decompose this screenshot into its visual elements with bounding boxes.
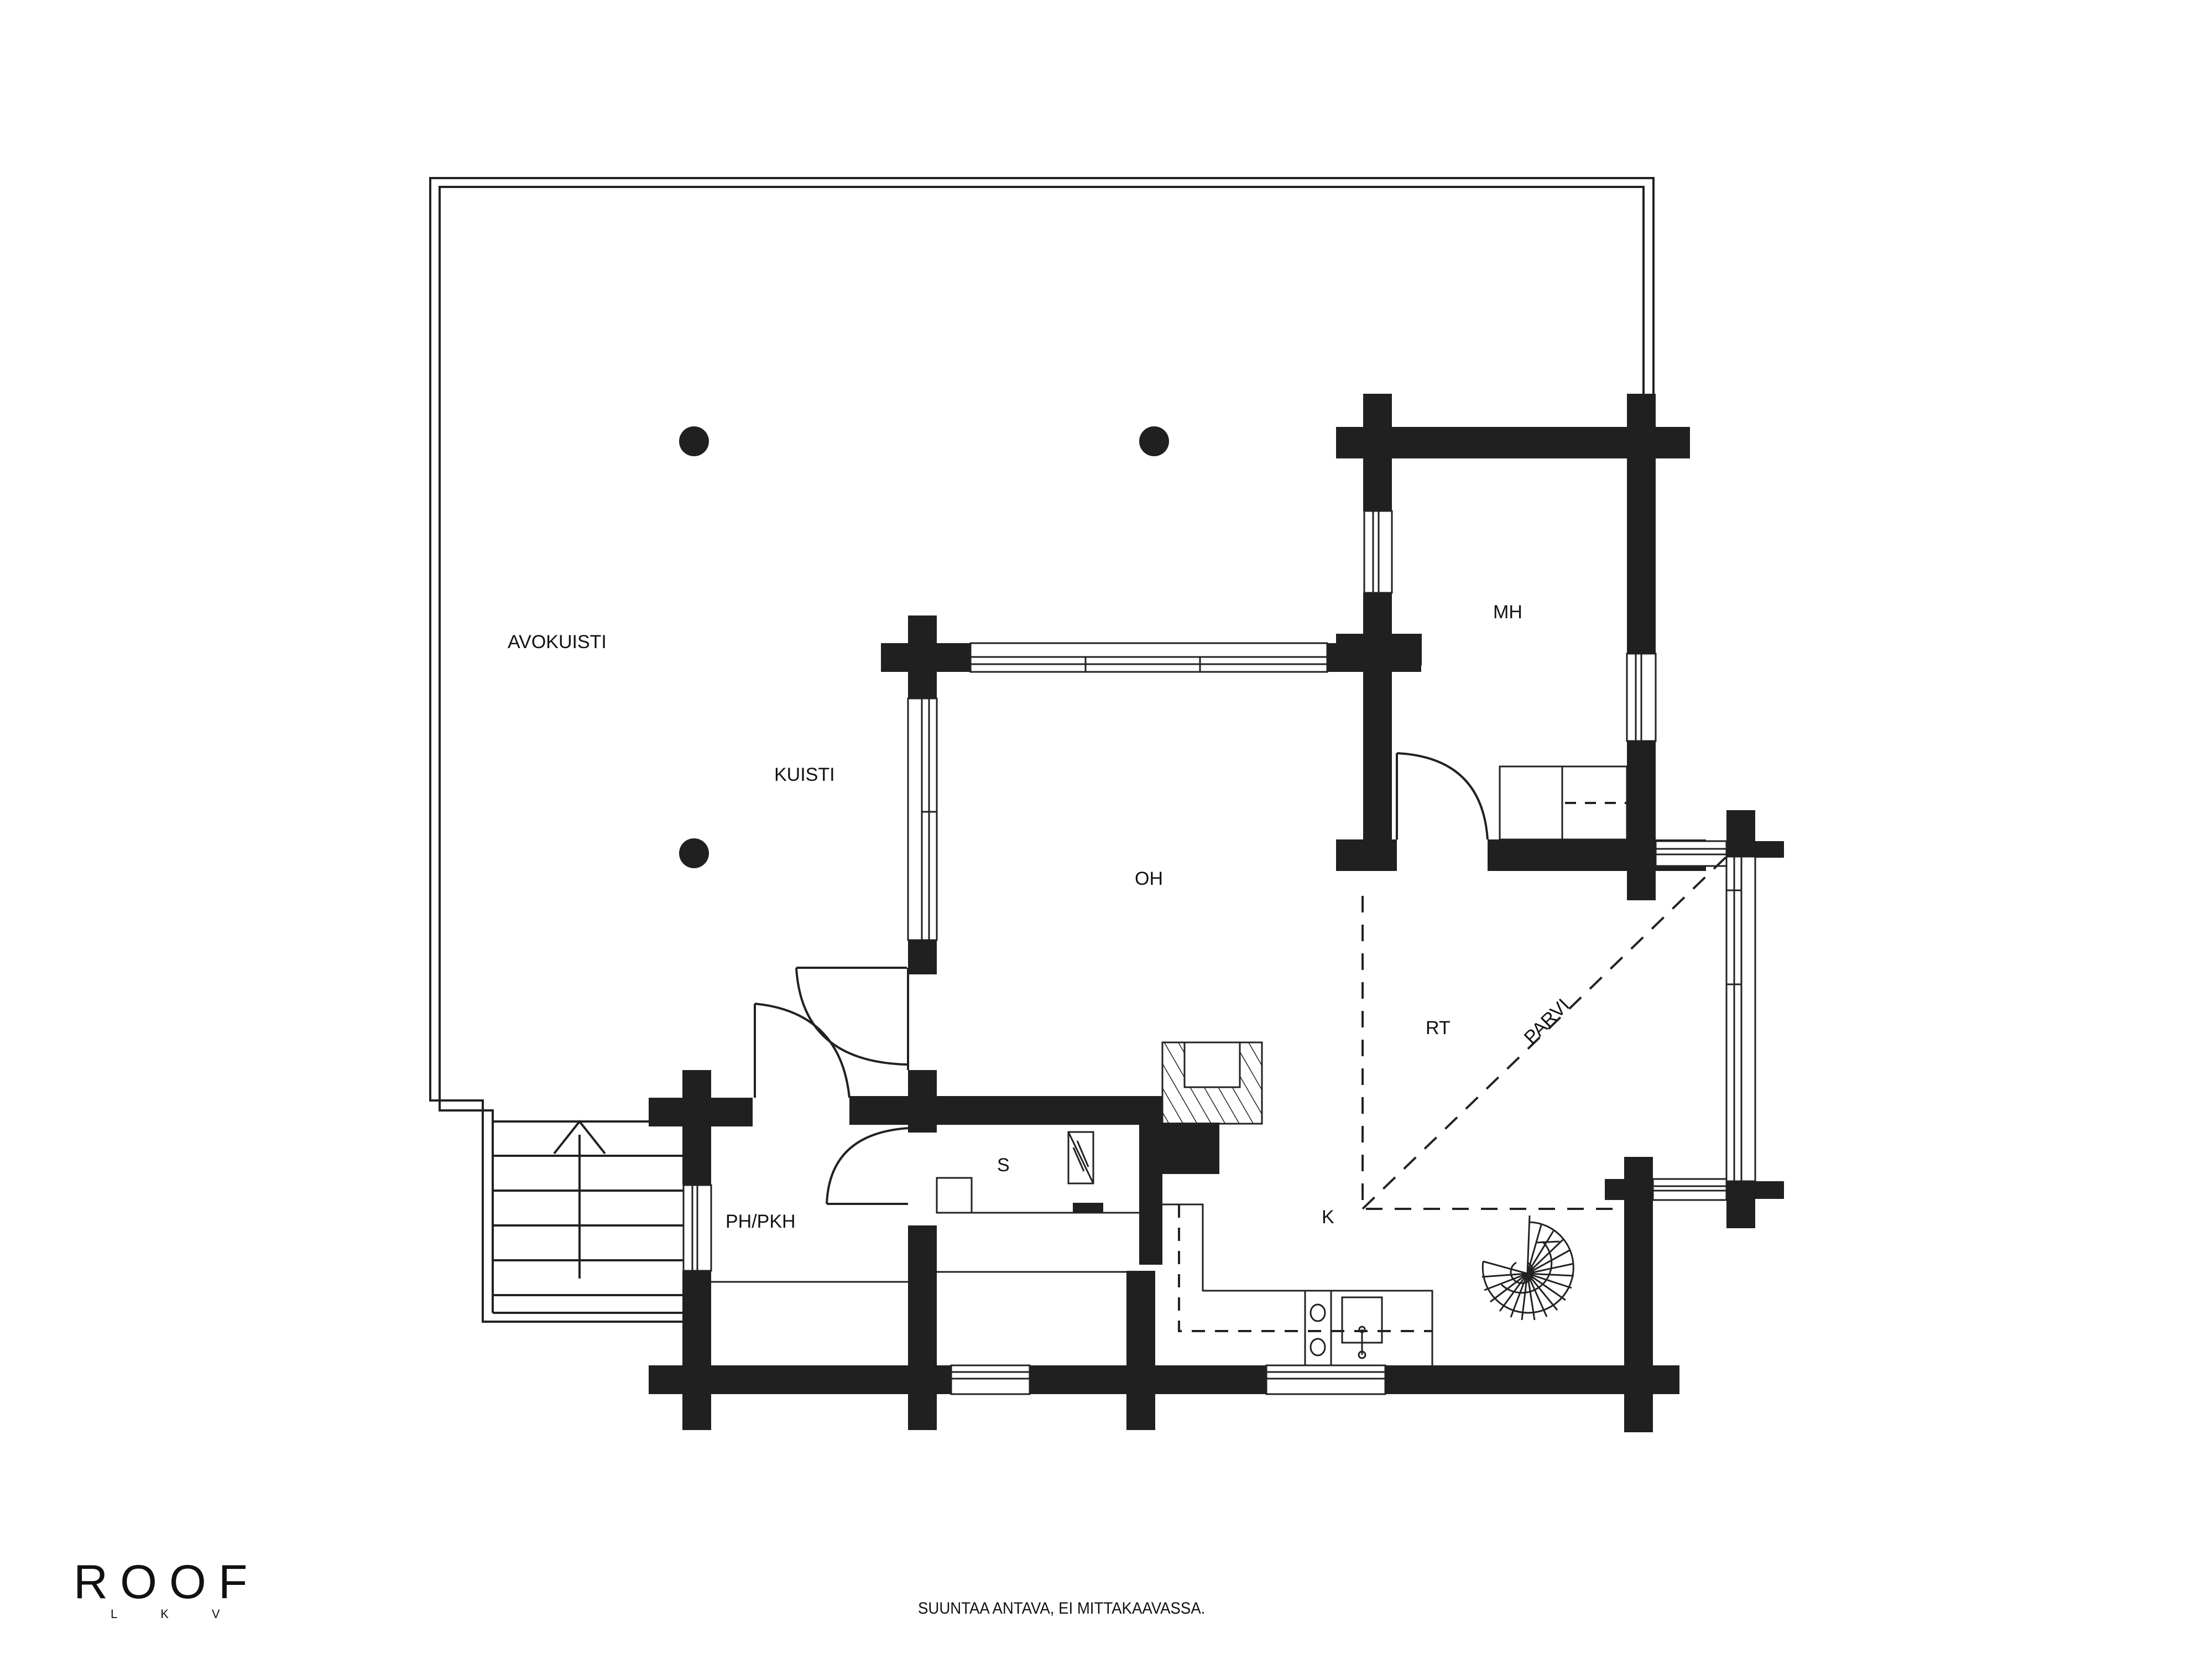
shower-icon bbox=[1067, 1131, 1094, 1185]
disclaimer-text: SUUNTAA ANTAVA, EI MITTAKAAVASSA. bbox=[918, 1599, 1206, 1618]
deck-outline bbox=[429, 177, 1655, 1323]
room-label-parvi: PARVI bbox=[1520, 995, 1574, 1048]
bed-icon bbox=[1499, 765, 1628, 841]
deck-posts bbox=[679, 426, 1169, 868]
room-label-mh: MH bbox=[1493, 602, 1522, 623]
room-label-ph-pkh: PH/PKH bbox=[726, 1211, 796, 1232]
room-label-k: K bbox=[1322, 1207, 1334, 1228]
windows bbox=[682, 510, 1756, 1395]
spiral-staircase-icon bbox=[1481, 1215, 1574, 1321]
brand-logo-sub: LKV bbox=[111, 1607, 263, 1621]
up-arrow-icon bbox=[553, 1119, 606, 1279]
room-label-avokuisti: AVOKUISTI bbox=[508, 632, 607, 653]
kitchen-counter bbox=[1162, 1203, 1433, 1365]
room-label-s: S bbox=[997, 1155, 1010, 1176]
brand-logo: ROOF bbox=[74, 1556, 260, 1609]
room-label-oh: OH bbox=[1135, 868, 1163, 889]
fireplace-icon bbox=[1161, 1041, 1263, 1125]
entrance-stairs bbox=[493, 1119, 686, 1314]
sink-icon bbox=[1341, 1296, 1383, 1359]
doors bbox=[754, 752, 1489, 1205]
stove-icon bbox=[1310, 1303, 1326, 1357]
walls bbox=[649, 394, 1784, 1432]
room-label-kuisti: KUISTI bbox=[774, 764, 835, 785]
room-label-rt: RT bbox=[1426, 1018, 1451, 1039]
sauna-fixtures bbox=[711, 1131, 1139, 1283]
